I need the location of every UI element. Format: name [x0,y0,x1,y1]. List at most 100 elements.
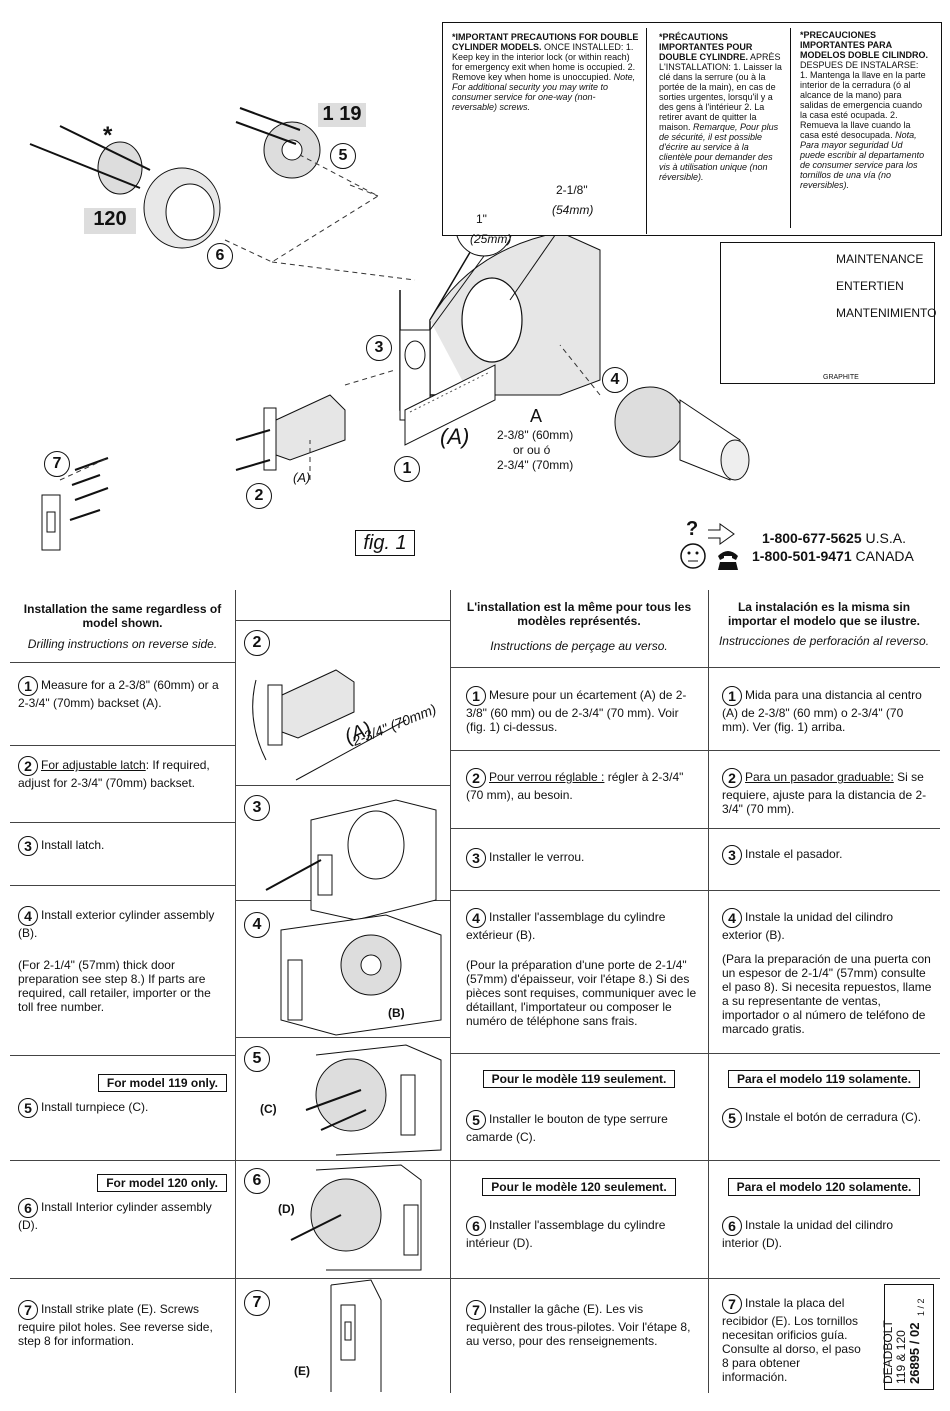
step-6-icon: 6 [466,1216,486,1236]
pic-label-E: (E) [294,1364,310,1378]
step-3-icon: 3 [722,845,742,865]
pic-label-B: (B) [388,1006,405,1020]
step-4-icon: 4 [18,906,38,926]
fr-subheader: Instructions de perçage au verso. [490,639,668,653]
en-step-4-note: (For 2-1/4" (57mm) thick door preparatio… [18,958,211,1014]
precautions-fr: *PRÉCAUTIONS IMPORTANTES POUR DOUBLE CYL… [659,32,782,182]
page-number: 1 / 2 [916,1298,926,1316]
step-6-icon: 6 [18,1198,38,1218]
precautions-es: *PRECAUCIONES IMPORTANTES PARA MODELOS D… [800,30,928,190]
step-1-icon: 1 [722,686,742,706]
pic-step-2 [252,669,407,781]
step-1-icon: 1 [466,686,486,706]
backset-letter: A [530,406,543,426]
backset-paren: (A) [440,424,470,449]
pic-step-7 [330,1279,382,1392]
backset-60: 2-3/8" (60mm) [497,428,574,442]
precautions-en: *IMPORTANT PRECAUTIONS FOR DOUBLE CYLIND… [452,32,639,112]
size-2-1-8: 2-1/8" [556,183,588,197]
en-header: Installation the same regardless of mode… [23,602,222,630]
model-119-label: 1 19 [318,103,366,127]
pic-num-3: 3 [244,795,270,821]
step-5-icon: 5 [18,1098,38,1118]
size-1in: 1" [476,212,487,226]
pic-num-6: 6 [244,1168,270,1194]
maintenance-label-fr: ENTERTIEN [836,279,904,293]
pic-num-5: 5 [244,1046,270,1072]
fig-step-2: 2 [246,483,272,509]
model-120-label: 120 [84,208,136,234]
step-5-icon: 5 [722,1108,742,1128]
es-subheader: Instrucciones de perforación al reverso. [718,634,930,648]
fig-step-5: 5 [330,143,356,169]
es-model-119: Para el modelo 119 solamente. [708,1070,940,1088]
fig-step-3: 3 [366,335,392,361]
en-subheader: Drilling instructions on reverse side. [27,637,218,651]
step-5-icon: 5 [466,1110,486,1130]
usa-phone: 1-800-677-5625 U.S.A. [762,530,906,546]
fig-step-7: 7 [44,451,70,477]
exploded-parts [29,107,750,551]
canada-phone: 1-800-501-9471 CANADA [752,548,914,564]
size-54mm: (54mm) [552,203,594,217]
guide-lines [59,154,601,481]
graphite-label: GRAPHITE [823,374,859,381]
es-header: La instalación es la misma sin importar … [727,600,921,628]
step-2-icon: 2 [466,768,486,788]
step-7-icon: 7 [18,1300,38,1320]
pic-step-3 [265,799,437,921]
step-7-icon: 7 [722,1294,742,1314]
arrow-icon [708,523,735,545]
en-model-120: For model 120 only. [10,1174,235,1192]
telephone-icon [718,551,738,570]
step-6-icon: 6 [722,1216,742,1236]
step-2-icon: 2 [18,756,38,776]
step-7-icon: 7 [466,1300,486,1320]
confused-face-icon [680,543,706,569]
pic-label-D: (D) [278,1202,295,1216]
question-mark: ? [686,518,699,540]
fr-header: L'installation est la même pour tous les… [466,600,692,628]
step-4-icon: 4 [722,908,742,928]
step-3-icon: 3 [466,848,486,868]
pic-num-4: 4 [244,912,270,938]
latch-backset-label: (A) [293,470,311,485]
maintenance-box [720,242,935,384]
fr-model-119: Pour le modèle 119 seulement. [450,1070,708,1088]
fr-step-4-note: (Pour la préparation d'une porte de 2-1/… [466,958,697,1028]
pic-label-C: (C) [260,1102,277,1116]
maintenance-label-en: MAINTENANCE [836,252,924,266]
step-2-icon: 2 [722,768,742,788]
precautions-box [442,22,942,236]
pic-step-5 [305,1044,442,1156]
step-4-icon: 4 [466,908,486,928]
pic-num-2: 2 [244,630,270,656]
fig-step-6: 6 [207,243,233,269]
es-step-4-note: (Para la preparación de una puerta con u… [722,952,932,1036]
en-model-119: For model 119 only. [10,1074,235,1092]
step-pictures [252,669,442,1392]
double-cylinder-star: * [103,122,113,149]
figure-label: fig. 1 [355,530,415,556]
door-illustration [399,209,601,446]
pic-num-7: 7 [244,1290,270,1316]
